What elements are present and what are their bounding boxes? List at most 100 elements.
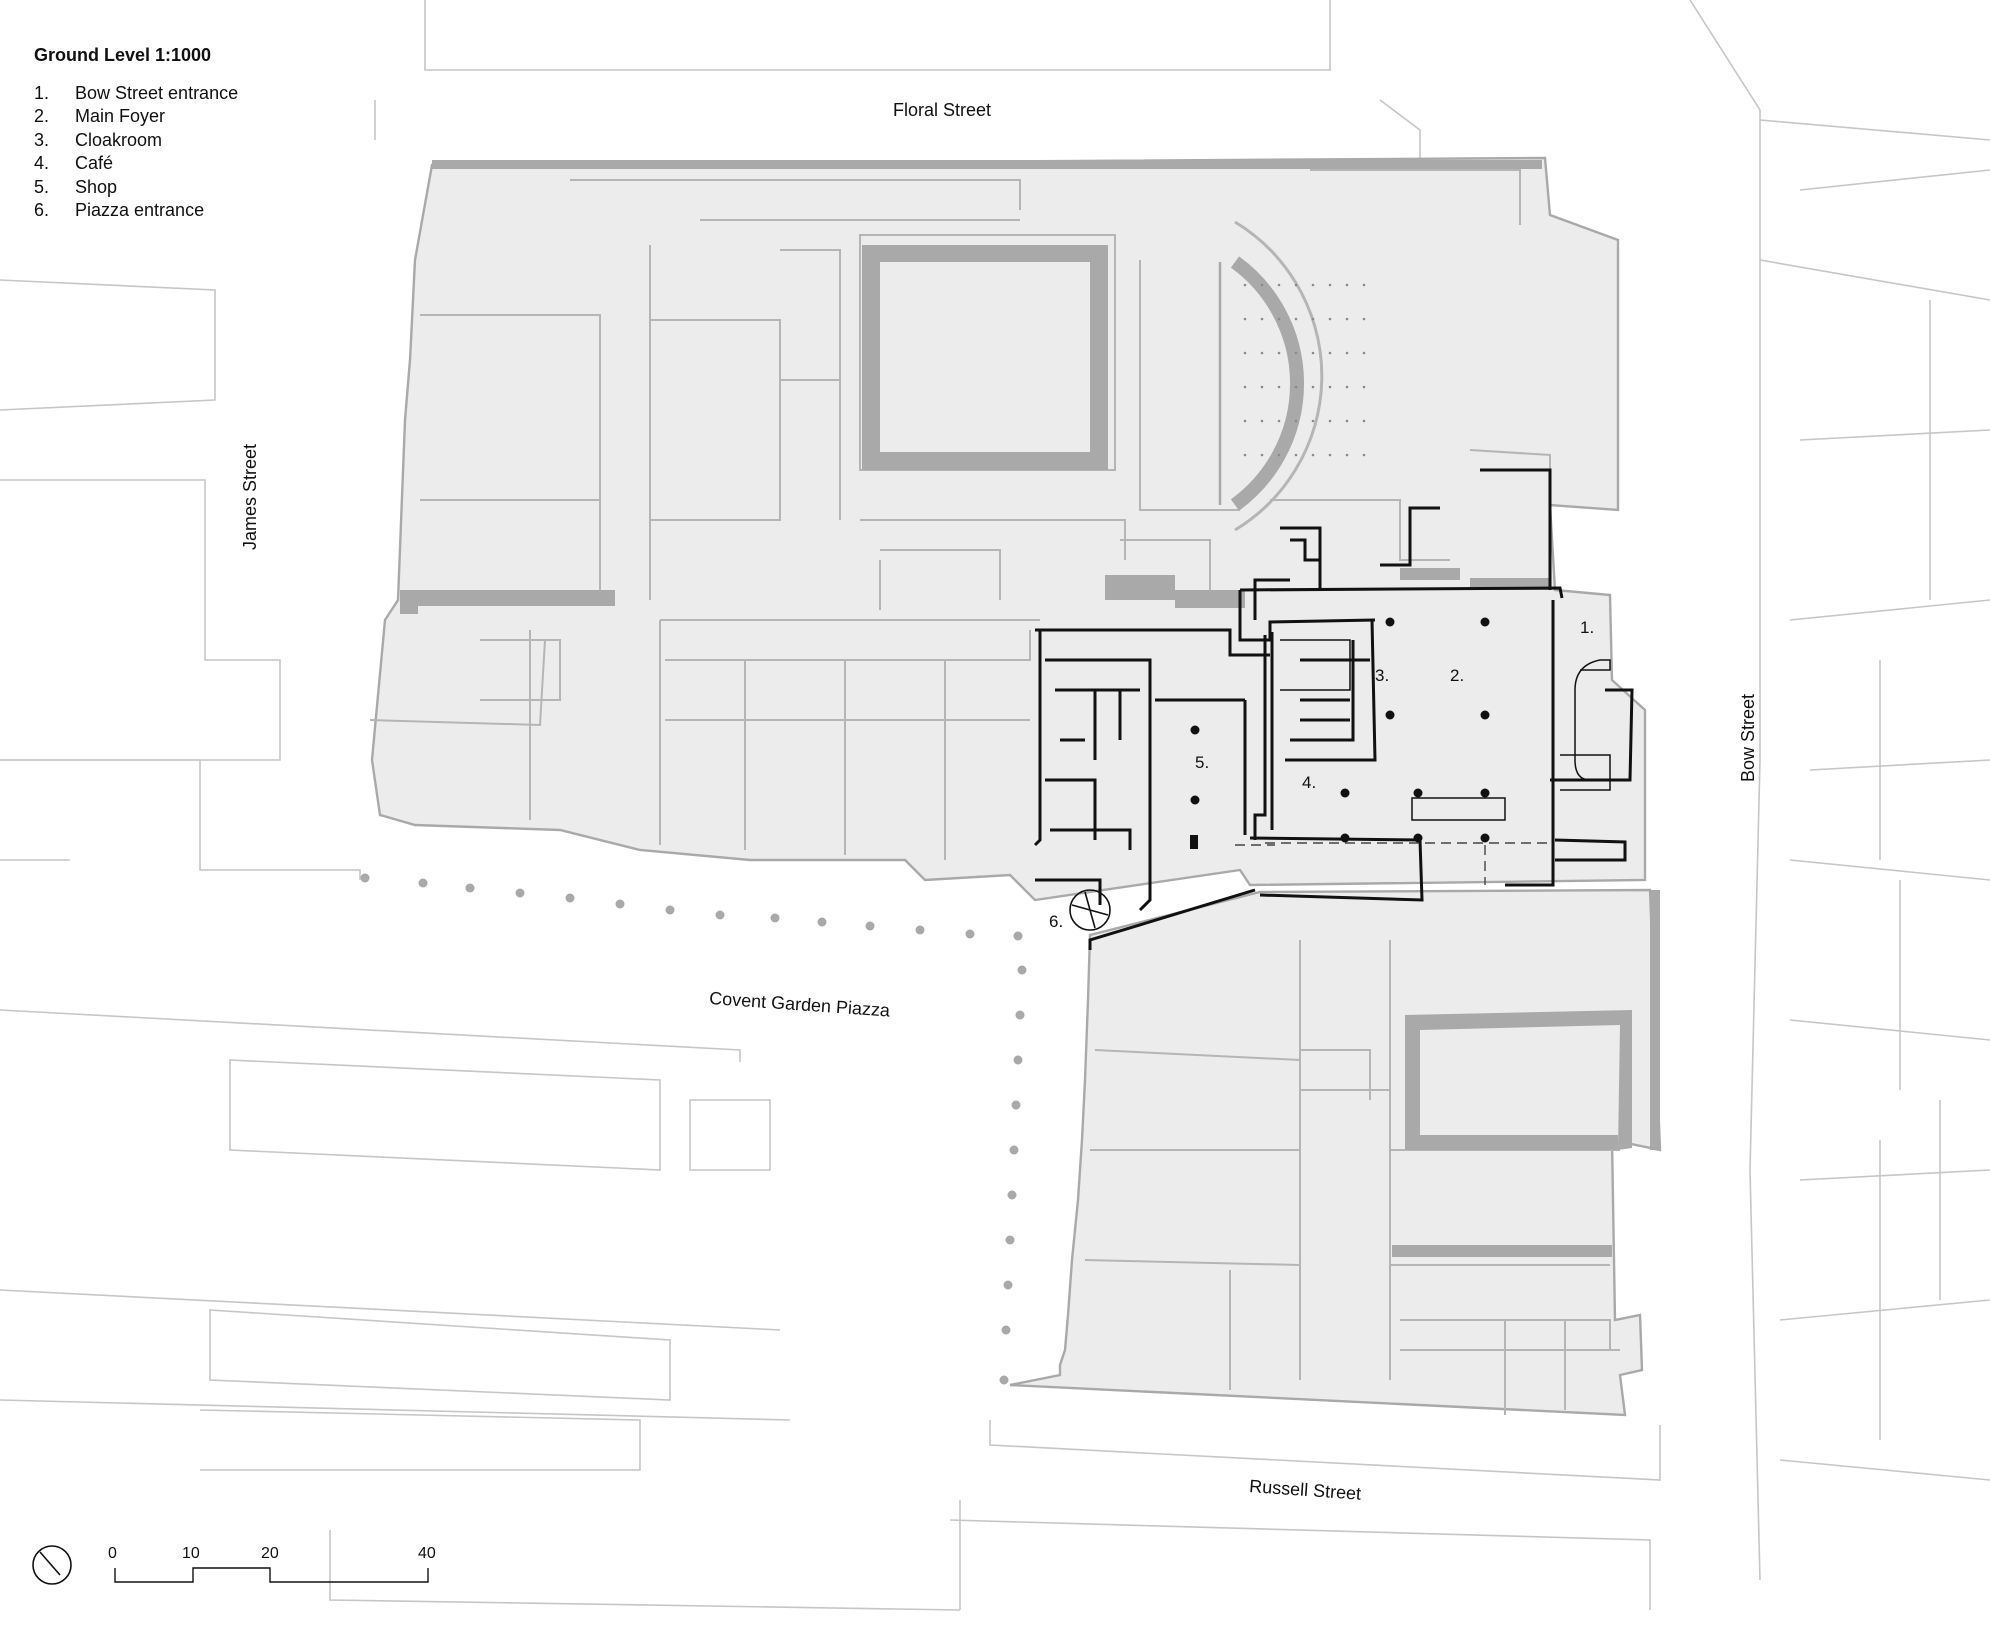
colonnade-column <box>965 929 975 939</box>
auditorium-seat-mark <box>1345 317 1349 321</box>
legend-item: 5.Shop <box>34 176 238 200</box>
colonnade-column <box>1005 1235 1015 1245</box>
auditorium-seat-mark <box>1345 351 1349 355</box>
auditorium-seat-mark <box>1243 283 1247 287</box>
legend-item: 1.Bow Street entrance <box>34 82 238 106</box>
auditorium-seat-mark <box>1345 453 1349 457</box>
colonnade-column <box>665 905 675 915</box>
legend-item: 6. Piazza entrance <box>34 199 238 223</box>
auditorium-seat-mark <box>1345 385 1349 389</box>
scale-tick-label: 40 <box>418 1545 436 1562</box>
auditorium-seat-mark <box>1277 351 1281 355</box>
foyer-dashed-lines <box>1235 842 1552 885</box>
legend-item: 3. Cloakroom <box>34 129 238 153</box>
auditorium-seat-mark <box>1260 317 1264 321</box>
colonnade-column <box>565 893 575 903</box>
north-arrow-icon <box>32 1545 72 1585</box>
legend-number: 3. <box>34 129 50 150</box>
legend: Ground Level 1:1000 1.Bow Street entranc… <box>34 44 238 223</box>
auditorium-seat-mark <box>1311 283 1315 287</box>
legend-label: Cloakroom <box>75 129 163 150</box>
north-building <box>370 156 1647 902</box>
legend-label: Bow Street entrance <box>75 82 239 103</box>
room-label-shop: 5. <box>1195 753 1210 772</box>
auditorium-seat-mark <box>1277 419 1281 423</box>
colonnade-column <box>1017 965 1027 975</box>
legend-label: Main Foyer <box>75 106 166 126</box>
auditorium-seat-mark <box>1362 351 1366 355</box>
auditorium-seat-mark <box>1294 453 1298 457</box>
colonnade-column <box>1009 1145 1019 1155</box>
scale-tick-label: 20 <box>261 1545 279 1562</box>
auditorium-seat-mark <box>1328 453 1332 457</box>
scale-tick-label: 0 <box>108 1545 117 1562</box>
legend-number: 5. <box>34 176 50 197</box>
colonnade-column <box>1007 1190 1017 1200</box>
auditorium-seat-mark <box>1328 283 1332 287</box>
auditorium-seat-mark <box>1311 317 1315 321</box>
auditorium-seat-mark <box>1362 453 1366 457</box>
auditorium-seat-mark <box>1294 283 1298 287</box>
new-work-walls <box>1033 468 1634 950</box>
colonnade-column <box>817 917 827 927</box>
room-label-main-foyer: 2. <box>1450 666 1465 685</box>
auditorium-seat-mark <box>1294 317 1298 321</box>
auditorium-columns <box>1243 283 1366 457</box>
auditorium-seat-mark <box>1243 385 1247 389</box>
piazza-colonnade <box>360 873 1027 1385</box>
auditorium-seat-mark <box>1294 419 1298 423</box>
auditorium-seat-mark <box>1362 385 1366 389</box>
auditorium-seat-mark <box>1243 419 1247 423</box>
auditorium-seat-mark <box>1362 317 1366 321</box>
room-label-entrance: 1. <box>1580 618 1595 637</box>
auditorium-seat-mark <box>1345 283 1349 287</box>
street-label-floral: Floral Street <box>893 100 992 120</box>
legend-item: 4. Café <box>34 152 238 176</box>
auditorium-seat-mark <box>1260 283 1264 287</box>
auditorium-seat-mark <box>1328 385 1332 389</box>
legend-number: 6. <box>34 200 50 220</box>
auditorium-seat-mark <box>1311 453 1315 457</box>
auditorium-seat-mark <box>1243 317 1247 321</box>
auditorium-seat-mark <box>1277 453 1281 457</box>
auditorium-seat-mark <box>1362 419 1366 423</box>
auditorium-seat-mark <box>1260 453 1264 457</box>
auditorium-seat-mark <box>1311 419 1315 423</box>
south-building <box>1009 888 1662 1417</box>
auditorium-seat-mark <box>1328 317 1332 321</box>
auditorium-seat-mark <box>1243 453 1247 457</box>
revolving-door-icon <box>1069 889 1111 931</box>
legend-number: 4. <box>34 153 50 173</box>
auditorium-seat-mark <box>1277 385 1281 389</box>
structural-walls <box>400 160 1660 1257</box>
auditorium <box>1218 220 1324 532</box>
colonnade-column <box>615 899 625 909</box>
legend-number: 2. <box>34 106 50 126</box>
legend-label: Café <box>75 153 114 173</box>
legend-title: Ground Level 1:1000 <box>34 45 212 65</box>
colonnade-column <box>999 1375 1009 1385</box>
colonnade-column <box>915 925 925 935</box>
auditorium-seat-mark <box>1243 351 1247 355</box>
colonnade-column <box>1013 1055 1023 1065</box>
room-label-cafe: 4. <box>1302 773 1317 792</box>
colonnade-column <box>1001 1325 1011 1335</box>
colonnade-column <box>865 921 875 931</box>
street-label-bow: Bow Street <box>1738 693 1758 782</box>
legend-label: Piazza entrance <box>75 200 205 220</box>
colonnade-column <box>360 873 370 883</box>
colonnade-column <box>1011 1100 1021 1110</box>
scale-bar <box>114 1567 429 1583</box>
foyer-stair <box>1280 639 1611 821</box>
auditorium-seat-mark <box>1294 351 1298 355</box>
auditorium-seat-mark <box>1345 419 1349 423</box>
auditorium-seat-mark <box>1362 283 1366 287</box>
room-label-piazza-entrance: 6. <box>1049 912 1064 931</box>
room-label-cloakroom: 3. <box>1375 666 1390 685</box>
colonnade-column <box>465 883 475 893</box>
legend-item: 2. Main Foyer <box>34 105 238 129</box>
auditorium-seat-mark <box>1328 419 1332 423</box>
scale-tick-label: 10 <box>182 1545 200 1562</box>
